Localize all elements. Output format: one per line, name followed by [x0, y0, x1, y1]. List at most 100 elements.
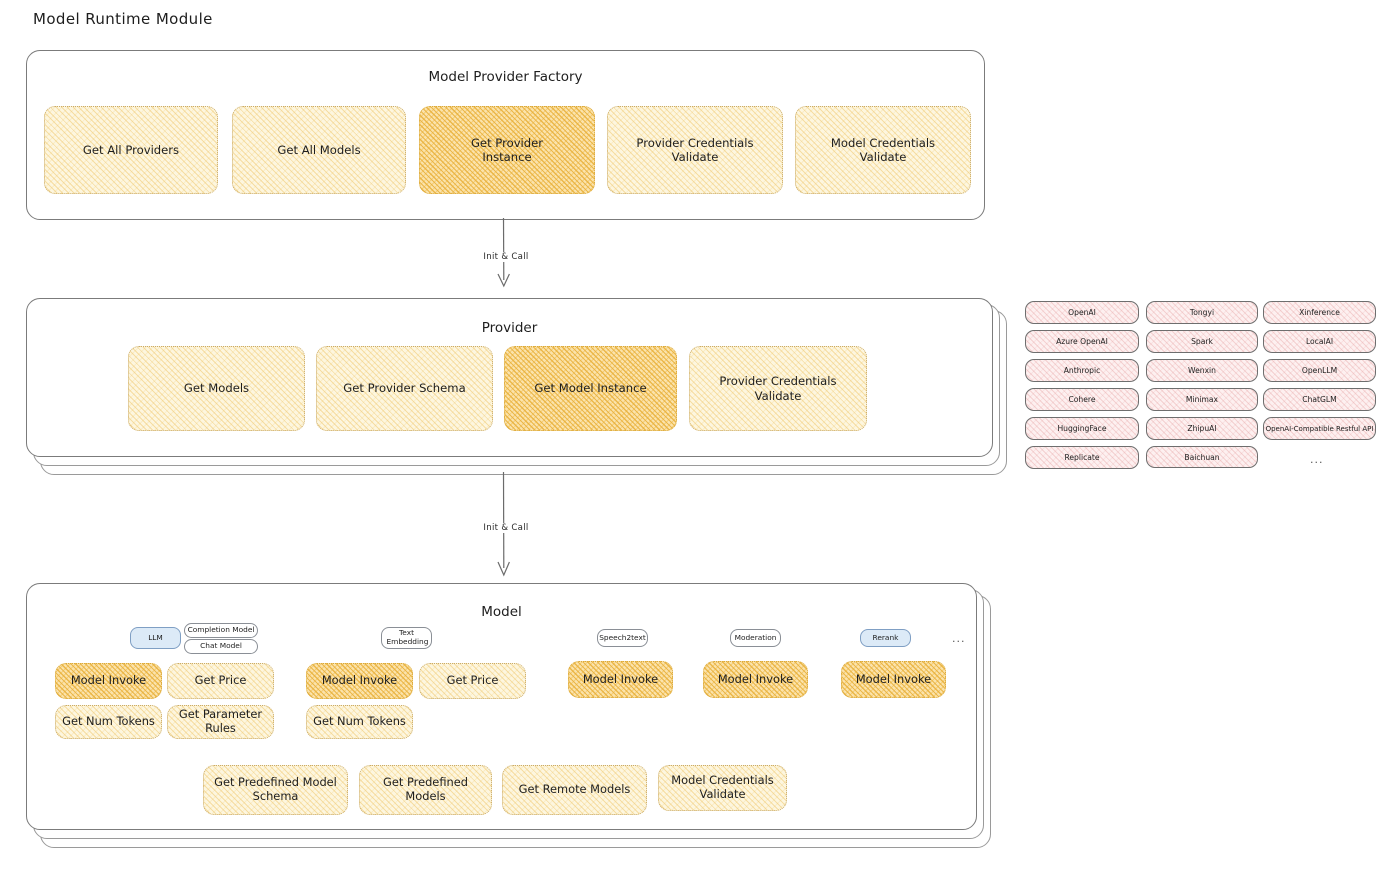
llm-method-get-num-tokens[interactable]: Get Num Tokens: [55, 705, 162, 739]
provider-method-provider-credentials-validate[interactable]: Provider Credentials Validate: [689, 346, 867, 431]
chip-label: Get Predefined Model Schema: [214, 775, 337, 803]
chip-label: Get All Providers: [82, 142, 180, 157]
page-title: Model Runtime Module: [33, 10, 213, 28]
tag-label: Chat Model: [200, 641, 242, 651]
factory-method-get-all-models[interactable]: Get All Models: [232, 106, 406, 194]
provider-pill-cohere[interactable]: Cohere: [1025, 388, 1139, 411]
model-method-get-remote-models[interactable]: Get Remote Models: [502, 765, 647, 815]
provider-pill-replicate[interactable]: Replicate: [1025, 446, 1139, 469]
chip-label: Model Credentials Validate: [671, 773, 774, 801]
provider-pill-baichuan[interactable]: Baichuan: [1146, 446, 1258, 468]
speech2text-method-model-invoke[interactable]: Model Invoke: [568, 661, 673, 698]
model-subtag-chat-model[interactable]: Chat Model: [184, 639, 258, 654]
provider-pill-zhipuai[interactable]: ZhipuAI: [1146, 417, 1258, 440]
pill-label: Baichuan: [1184, 452, 1220, 462]
pill-label: ChatGLM: [1302, 395, 1337, 404]
provider-pill-tongyi[interactable]: Tongyi: [1146, 301, 1258, 324]
chip-label: Get All Models: [277, 142, 361, 157]
chip-label: Get Num Tokens: [313, 714, 406, 729]
provider-title: Provider: [481, 320, 538, 336]
factory-method-get-provider-instance[interactable]: Get Provider Instance: [419, 106, 595, 194]
provider-pill-openllm[interactable]: OpenLLM: [1263, 359, 1376, 382]
model-method-get-predefined-model-schema[interactable]: Get Predefined Model Schema: [203, 765, 348, 815]
provider-method-get-provider-schema[interactable]: Get Provider Schema: [316, 346, 493, 431]
rerank-method-model-invoke[interactable]: Model Invoke: [841, 661, 946, 698]
model-subtag-completion-model[interactable]: Completion Model: [184, 623, 258, 638]
provider-pill-anthropic[interactable]: Anthropic: [1025, 359, 1139, 382]
chip-label: Get Price: [446, 673, 499, 688]
pill-label: Tongyi: [1189, 308, 1215, 317]
pill-label: Replicate: [1064, 453, 1100, 462]
provider-pill-wenxin[interactable]: Wenxin: [1146, 359, 1258, 382]
arrow-factory-to-provider: [497, 218, 510, 288]
provider-pill-openai[interactable]: OpenAI: [1025, 301, 1139, 324]
pill-label: Cohere: [1068, 395, 1096, 404]
chip-label: Get Parameter Rules: [178, 707, 263, 735]
model-provider-factory-title: Model Provider Factory: [428, 69, 583, 85]
model-method-model-credentials-validate[interactable]: Model Credentials Validate: [658, 765, 787, 811]
provider-pill-spark[interactable]: Spark: [1146, 330, 1258, 353]
text-embedding-method-get-price[interactable]: Get Price: [419, 663, 526, 699]
factory-method-provider-credentials-validate[interactable]: Provider Credentials Validate: [607, 106, 783, 194]
chip-label: Get Remote Models: [518, 782, 631, 797]
pill-label: Anthropic: [1063, 366, 1101, 375]
model-type-tag-moderation[interactable]: Moderation: [730, 629, 781, 647]
provider-method-get-model-instance[interactable]: Get Model Instance: [504, 346, 677, 431]
pill-label: OpenLLM: [1301, 366, 1338, 375]
model-method-get-predefined-models[interactable]: Get Predefined Models: [359, 765, 492, 815]
chip-label: Get Num Tokens: [62, 714, 155, 729]
provider-pill-azure-openai[interactable]: Azure OpenAI: [1025, 330, 1139, 353]
provider-method-get-models[interactable]: Get Models: [128, 346, 305, 431]
arrow-label-init-call-2: Init & Call: [468, 523, 544, 533]
provider-pill-chatglm[interactable]: ChatGLM: [1263, 388, 1376, 411]
chip-label: Get Provider Instance: [470, 135, 544, 164]
chip-label: Model Invoke: [582, 671, 659, 686]
tag-label: Moderation: [734, 632, 777, 642]
model-type-tag-text-embedding[interactable]: Text Embedding: [381, 627, 432, 649]
chip-label: Get Price: [194, 673, 247, 688]
text-embedding-method-model-invoke[interactable]: Model Invoke: [306, 663, 413, 699]
chip-label: Get Model Instance: [534, 381, 647, 396]
pill-label: Minimax: [1185, 395, 1219, 404]
provider-pill-openai-compatible-restful-api[interactable]: OpenAI-Compatible Restful API: [1263, 417, 1376, 440]
provider-pill-huggingface[interactable]: HuggingFace: [1025, 417, 1139, 440]
pill-label: HuggingFace: [1057, 424, 1107, 433]
pill-label: Azure OpenAI: [1056, 337, 1108, 346]
model-type-tag-rerank[interactable]: Rerank: [860, 629, 911, 647]
chip-label: Get Predefined Models: [383, 775, 468, 803]
provider-pill-localai[interactable]: LocalAI: [1263, 330, 1376, 353]
chip-label: Model Invoke: [321, 673, 398, 688]
pill-label: Wenxin: [1188, 366, 1216, 375]
model-types-ellipsis: ...: [952, 632, 966, 645]
pill-label: OpenAI: [1068, 308, 1096, 317]
arrow-label-init-call-1: Init & Call: [468, 252, 544, 262]
llm-method-model-invoke[interactable]: Model Invoke: [55, 663, 162, 699]
chip-label: Model Invoke: [70, 673, 147, 688]
chip-label: Model Invoke: [717, 671, 794, 686]
model-title: Model: [481, 604, 522, 620]
chip-label: Provider Credentials Validate: [636, 135, 754, 164]
model-type-tag-speech2text[interactable]: Speech2text: [597, 629, 648, 647]
factory-method-model-credentials-validate[interactable]: Model Credentials Validate: [795, 106, 971, 194]
model-type-tag-llm[interactable]: LLM: [130, 627, 181, 649]
tag-label: LLM: [148, 632, 163, 642]
tag-label: Speech2text: [599, 632, 646, 642]
moderation-method-model-invoke[interactable]: Model Invoke: [703, 661, 808, 698]
pill-label: Xinference: [1299, 308, 1340, 317]
provider-list-ellipsis: ...: [1310, 453, 1324, 466]
chip-label: Provider Credentials Validate: [719, 374, 837, 403]
text-embedding-method-get-num-tokens[interactable]: Get Num Tokens: [306, 705, 413, 739]
llm-method-get-price[interactable]: Get Price: [167, 663, 274, 699]
llm-method-get-parameter-rules[interactable]: Get Parameter Rules: [167, 705, 274, 739]
chip-label: Get Provider Schema: [343, 381, 466, 396]
chip-label: Model Invoke: [855, 671, 932, 686]
arrow-provider-to-model: [497, 472, 510, 577]
tag-label: Text Embedding: [386, 628, 429, 646]
tag-label: Rerank: [872, 632, 899, 642]
pill-label: OpenAI-Compatible Restful API: [1265, 424, 1374, 433]
provider-pill-minimax[interactable]: Minimax: [1146, 388, 1258, 411]
factory-method-get-all-providers[interactable]: Get All Providers: [44, 106, 218, 194]
chip-label: Model Credentials Validate: [830, 135, 936, 164]
provider-pill-xinference[interactable]: Xinference: [1263, 301, 1376, 324]
